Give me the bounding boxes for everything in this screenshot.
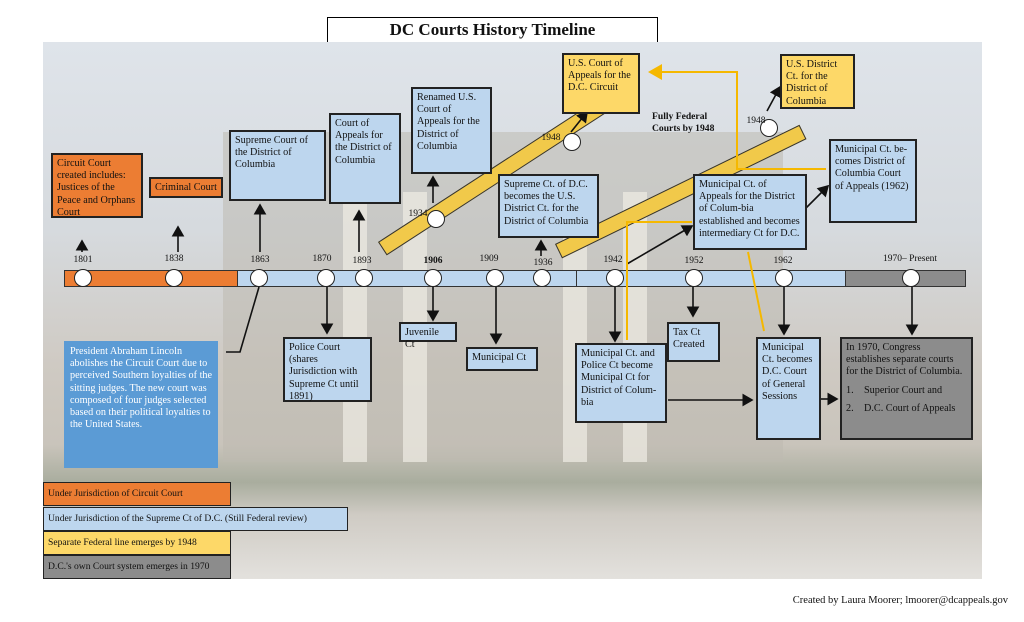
year-label: 1962 xyxy=(773,256,793,266)
list-text: Superior Court and xyxy=(864,384,943,396)
year-label: 1801 xyxy=(73,255,93,265)
timeline-marker-1870[interactable] xyxy=(317,269,335,287)
timeline-marker-1952[interactable] xyxy=(685,269,703,287)
timeline-marker-1906[interactable] xyxy=(424,269,442,287)
congress-1970-box: In 1970, Congress establishes separate c… xyxy=(840,337,973,440)
municipal-appeals-box: Municipal Ct. of Appeals for the Distric… xyxy=(693,174,807,250)
stripe-marker-1948-right[interactable] xyxy=(760,119,778,137)
list-number: 2. xyxy=(846,402,854,414)
year-label: 1952 xyxy=(684,256,704,266)
page-title: DC Courts History Timeline xyxy=(327,17,658,43)
timeline-marker-1838[interactable] xyxy=(165,269,183,287)
congress-text: In 1970, Congress establishes separate c… xyxy=(846,342,963,378)
year-label: 1906 xyxy=(423,256,443,266)
supreme-ct-becomes-box: Supreme Ct. of D.C. becomes the U.S. Dis… xyxy=(498,174,599,238)
timeline-marker-1863[interactable] xyxy=(250,269,268,287)
renamed-court-of-appeals-box: Renamed U.S. Court of Appeals for the Di… xyxy=(411,87,492,174)
supreme-court-box: Supreme Court of the District of Columbi… xyxy=(229,130,326,201)
timeline-marker-1801[interactable] xyxy=(74,269,92,287)
stripe-year-label: 1948 xyxy=(746,116,766,126)
timeline-marker-1970[interactable] xyxy=(902,269,920,287)
year-label: 1863 xyxy=(250,255,270,265)
timeline-marker-1942[interactable] xyxy=(606,269,624,287)
stripe-year-label: 1948 xyxy=(541,133,561,143)
year-label: 1942 xyxy=(603,255,623,265)
congress-list-item-2: 2. D.C. Court of Appeals xyxy=(846,403,967,415)
juvenile-court-box: Juvenile Ct xyxy=(399,322,457,350)
column xyxy=(343,192,367,462)
legend-supreme: Under Jurisdiction of the Supreme Ct of … xyxy=(43,507,348,531)
us-district-court-box: U.S. District Ct. for the District of Co… xyxy=(780,54,855,109)
timeline-marker-1962[interactable] xyxy=(775,269,793,287)
general-sessions-box: Municipal Ct. becomes D.C. Court of Gene… xyxy=(756,337,821,440)
author-credit: Created by Laura Moorer; lmoorer@dcappea… xyxy=(792,595,1008,606)
list-number: 1. xyxy=(846,384,854,396)
congress-list-item-1: 1. Superior Court and xyxy=(846,385,967,397)
circuit-court-box: Circuit Court created includes: Justices… xyxy=(51,153,143,218)
stripe-year-label: 1934 xyxy=(408,209,428,219)
municipal-police-merge-box: Municipal Ct. and Police Ct become Munic… xyxy=(575,343,667,423)
tax-court-box: Tax Ct Created xyxy=(667,322,720,362)
lincoln-note-box: President Abraham Lincoln abolishes the … xyxy=(64,341,218,468)
criminal-court-box: Criminal Court xyxy=(149,177,223,198)
stripe-marker-1934[interactable] xyxy=(427,210,445,228)
police-court-box: Police Court (shares Jurisdiction with S… xyxy=(283,337,372,402)
year-label: 1970– Present xyxy=(882,254,938,264)
list-text: D.C. Court of Appeals xyxy=(864,402,956,414)
year-label: 1838 xyxy=(164,254,184,264)
timeline-marker-1936[interactable] xyxy=(533,269,551,287)
year-label: 1870 xyxy=(312,254,332,264)
year-label: 1936 xyxy=(533,258,553,268)
fully-federal-note: Fully Federal Courts by 1948 xyxy=(652,111,715,134)
municipal-court-box: Municipal Ct xyxy=(466,347,538,371)
legend-circuit: Under Jurisdiction of Circuit Court xyxy=(43,482,231,506)
municipal-becomes-dc-box: Municipal Ct. be-comes District of Colum… xyxy=(829,139,917,223)
court-of-appeals-box: Court of Appeals for the District of Col… xyxy=(329,113,401,204)
timeline-marker-1909[interactable] xyxy=(486,269,504,287)
us-court-of-appeals-box: U.S. Court of Appeals for the D.C. Circu… xyxy=(562,53,640,114)
stripe-marker-1948-left[interactable] xyxy=(563,133,581,151)
legend-federal-line: Separate Federal line emerges by 1948 xyxy=(43,531,231,555)
year-label: 1893 xyxy=(352,256,372,266)
timeline-marker-1893[interactable] xyxy=(355,269,373,287)
legend-dc-system: D.C.'s own Court system emerges in 1970 xyxy=(43,555,231,579)
year-label: 1909 xyxy=(479,254,499,264)
